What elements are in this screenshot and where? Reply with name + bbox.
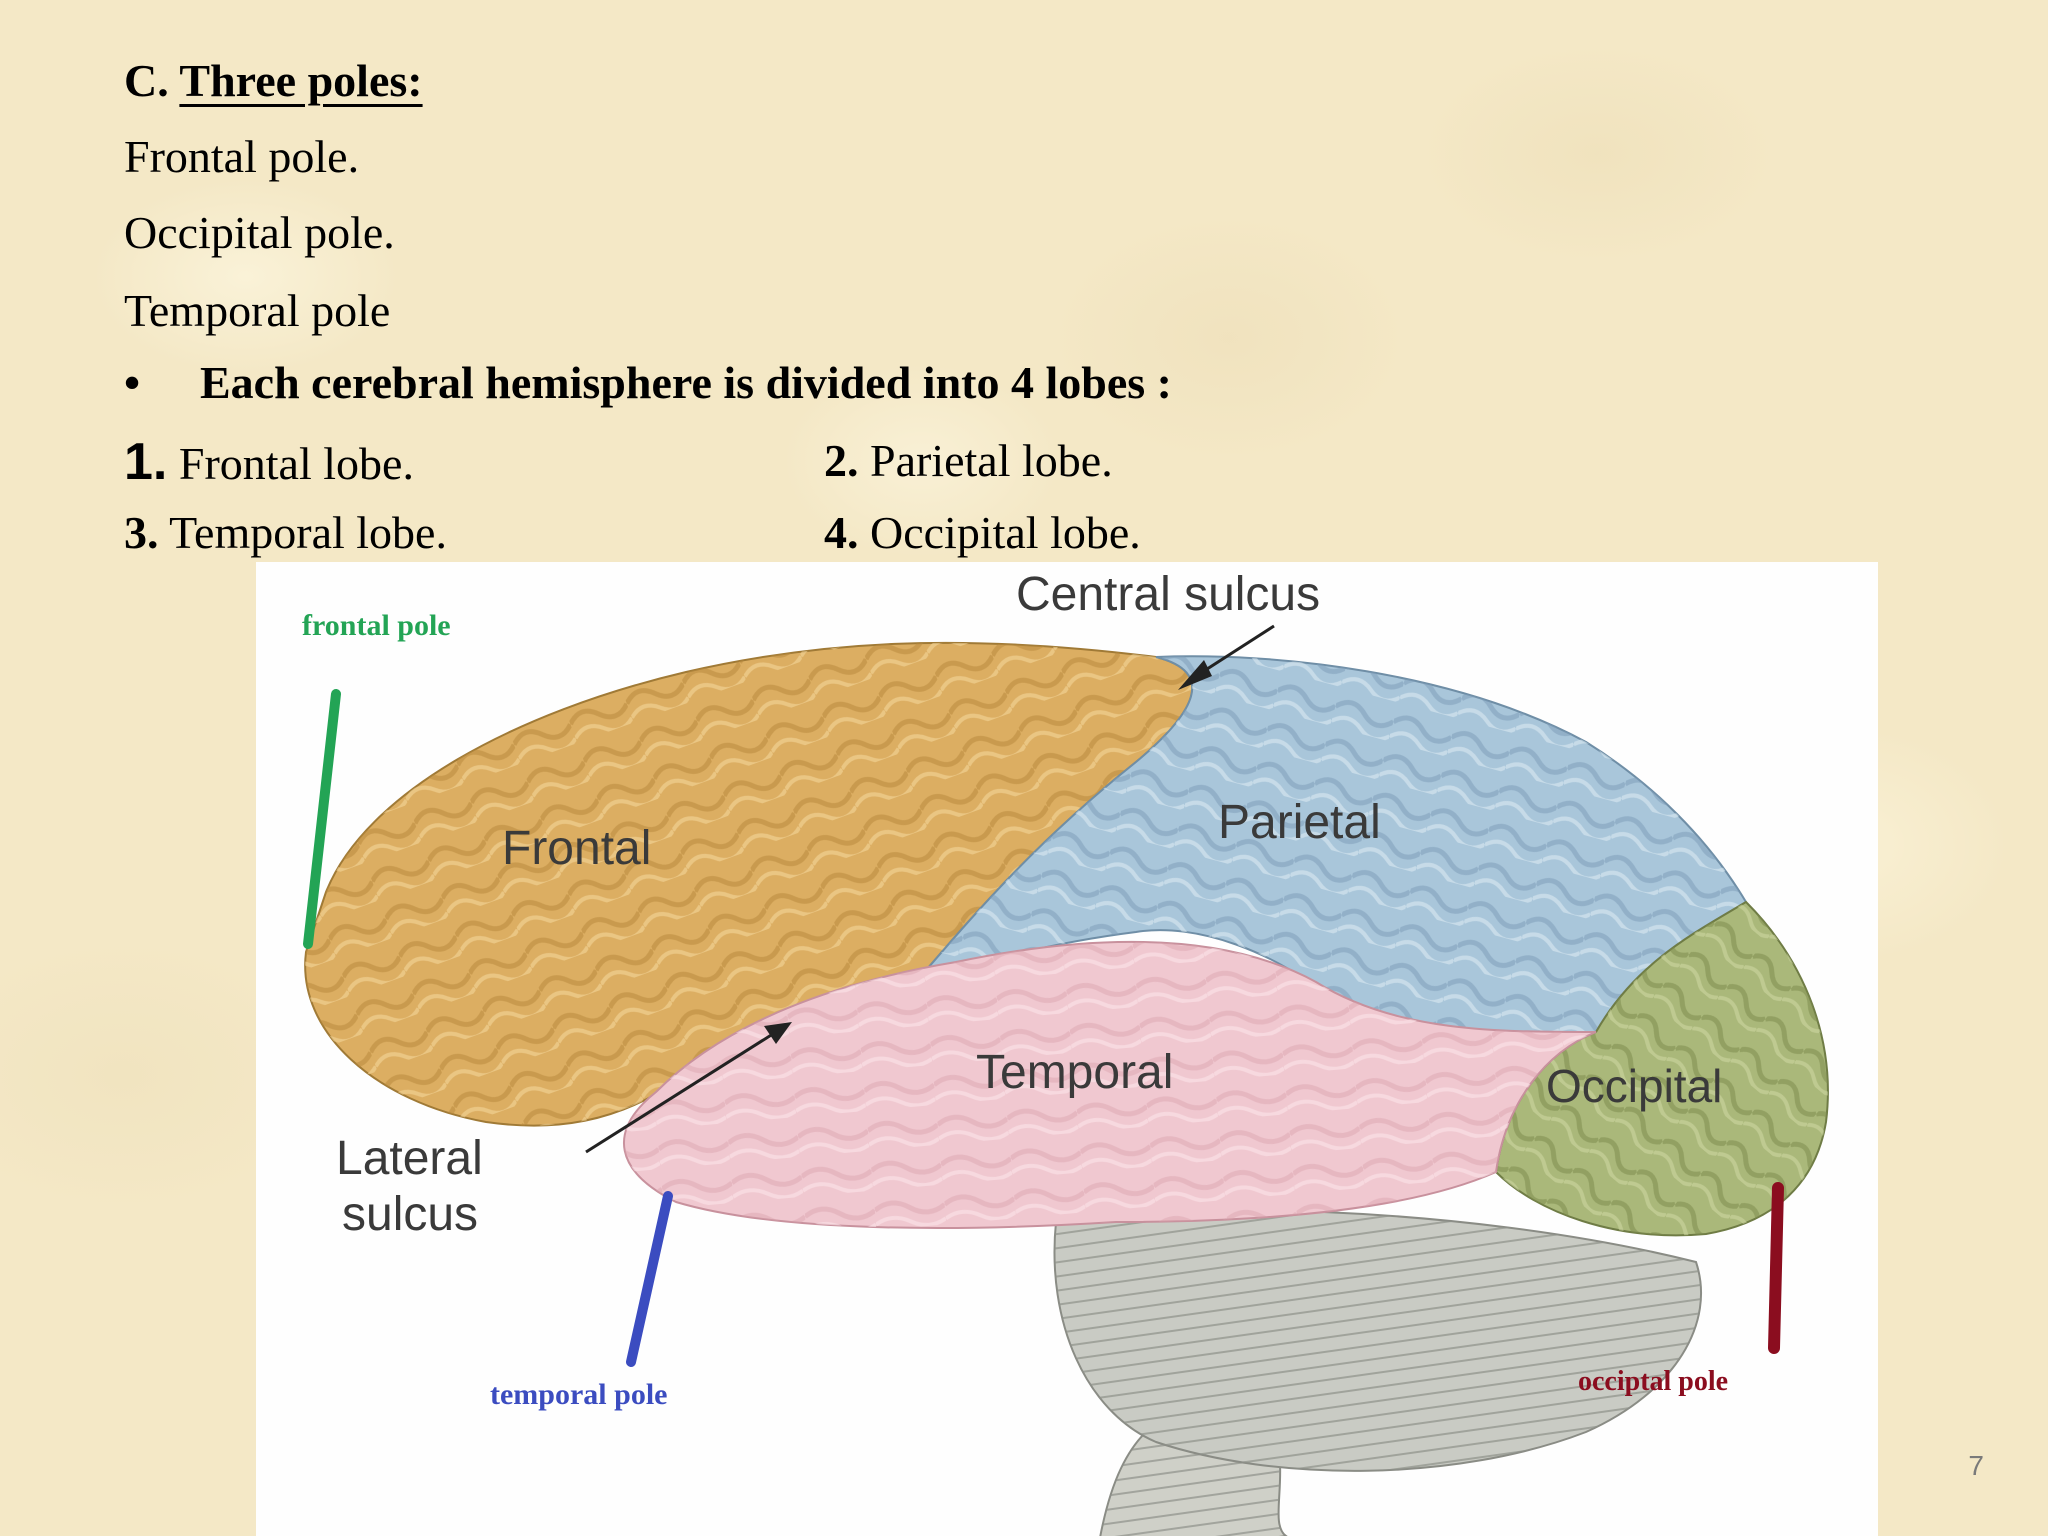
lobe-name: Occipital lobe. (870, 507, 1141, 558)
lateral-sulcus-arrow (585, 1030, 777, 1154)
central-sulcus-arrowhead (1178, 660, 1212, 690)
pole-item-temporal: Temporal pole (124, 285, 391, 336)
heading-title: Three poles: (179, 55, 423, 106)
lobe-number: 1. (124, 433, 168, 491)
lobe-name: Parietal lobe. (870, 435, 1113, 486)
temporal-pole-label: temporal pole (490, 1378, 667, 1411)
lobe-number: 2. (824, 435, 859, 486)
temporal-lobe-gyri (623, 941, 1596, 1228)
temporal-lobe-label: Temporal (976, 1046, 1173, 1099)
central-sulcus-label: Central sulcus (1016, 568, 1320, 621)
lateral-sulcus-label-line2: sulcus (342, 1188, 478, 1241)
occipital-lobe-gyri (1496, 902, 1828, 1236)
lobe-item-1: 1. Frontal lobe. (124, 436, 414, 488)
lobe-item-2: 2. Parietal lobe. (824, 438, 1113, 484)
cerebellum-folia (1054, 1210, 1702, 1471)
page-number: 7 (1968, 1450, 1984, 1481)
occipital-lobe-label: Occipital (1546, 1060, 1722, 1112)
lobe-name: Frontal lobe. (178, 438, 414, 489)
parietal-lobe-gyri (916, 656, 1746, 1036)
bullet-statement: • Each cerebral hemisphere is divided int… (124, 360, 1172, 406)
lobe-number: 4. (824, 507, 859, 558)
occipital-pole-label: occiptal pole (1578, 1366, 1728, 1397)
pole-item-occipital: Occipital pole. (124, 207, 395, 258)
frontal-lobe-label: Frontal (502, 822, 651, 875)
parietal-lobe-label: Parietal (1218, 796, 1381, 849)
lobe-item-4: 4. Occipital lobe. (824, 510, 1141, 556)
lateral-sulcus-arrowhead (764, 1022, 792, 1044)
section-heading: C. Three poles: (124, 58, 423, 104)
heading-prefix: C. (124, 55, 180, 106)
temporal-pole-marker (626, 1191, 673, 1367)
lobe-number: 3. (124, 507, 159, 558)
bullet-icon: • (124, 357, 141, 408)
frontal-pole-marker (303, 689, 341, 949)
lobe-item-3: 3. Temporal lobe. (124, 510, 447, 556)
brain-lateral-view-figure: frontal pole Central sulcus Frontal Pari… (256, 562, 1878, 1536)
frontal-lobe-gyri (305, 642, 1193, 1126)
lateral-sulcus-label-line1: Lateral (336, 1132, 483, 1185)
frontal-pole-label: frontal pole (302, 609, 451, 642)
pole-item-frontal: Frontal pole. (124, 131, 360, 182)
bullet-text: Each cerebral hemisphere is divided into… (200, 357, 1172, 408)
lobe-name: Temporal lobe. (169, 507, 447, 558)
occipital-pole-marker (1768, 1182, 1784, 1354)
brain-illustration: frontal pole Central sulcus Frontal Pari… (302, 568, 1829, 1536)
